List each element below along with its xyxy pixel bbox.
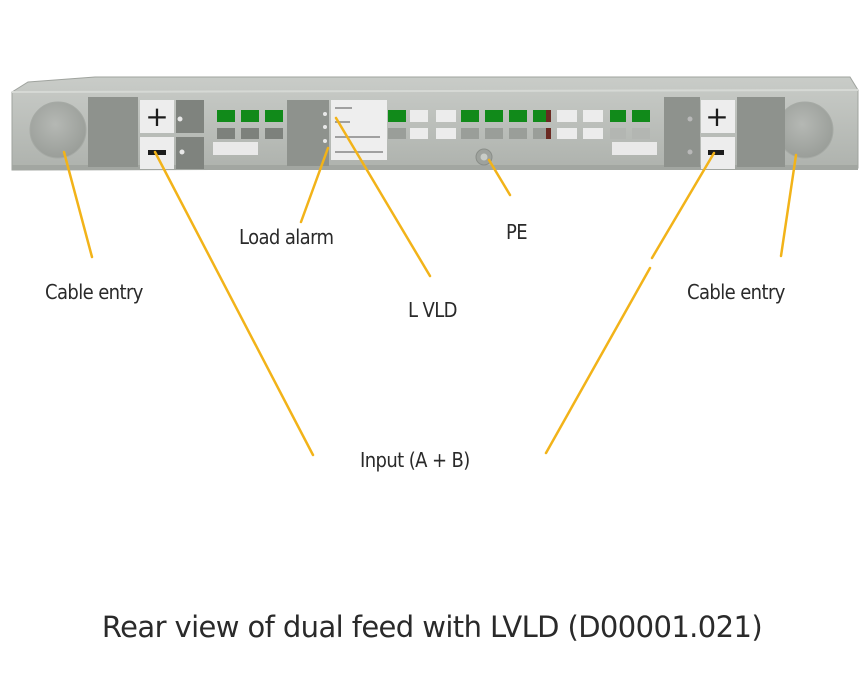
label-pe: PE (506, 220, 528, 244)
leader-pe (487, 158, 512, 197)
plus-symbol-left: + (145, 100, 168, 133)
terminal-strip-left (217, 110, 283, 139)
input-terminal-b (612, 97, 785, 169)
cable-gland-right-icon (776, 101, 834, 159)
minus-symbol-left (148, 150, 166, 155)
label-load-alarm: Load alarm (239, 225, 334, 249)
feed-a-tag (213, 142, 258, 155)
figure-caption: Rear view of dual feed with LVLD (D00001… (101, 610, 763, 644)
label-cable-entry-left: Cable entry (45, 280, 143, 304)
leader-cable-entry-left (62, 150, 94, 259)
label-cable-entry-right: Cable entry (687, 280, 785, 304)
plus-symbol-right: + (705, 100, 728, 133)
feed-b-tag (612, 142, 657, 155)
leader-input-left (153, 150, 315, 457)
alarm-connector (287, 100, 387, 166)
label-lvld: L VLD (408, 298, 458, 322)
input-terminal-a (88, 97, 258, 169)
leader-input-right-upper (650, 151, 716, 260)
label-input: Input (A + B) (360, 448, 470, 472)
leader-lvld (334, 116, 432, 278)
leader-cable-entry-right (779, 153, 798, 258)
minus-symbol-right (708, 150, 724, 155)
terminal-strip-middle (388, 110, 650, 139)
leader-load-alarm (299, 146, 330, 224)
cable-gland-left-icon (29, 101, 87, 159)
leader-input-right-lower (544, 266, 652, 455)
